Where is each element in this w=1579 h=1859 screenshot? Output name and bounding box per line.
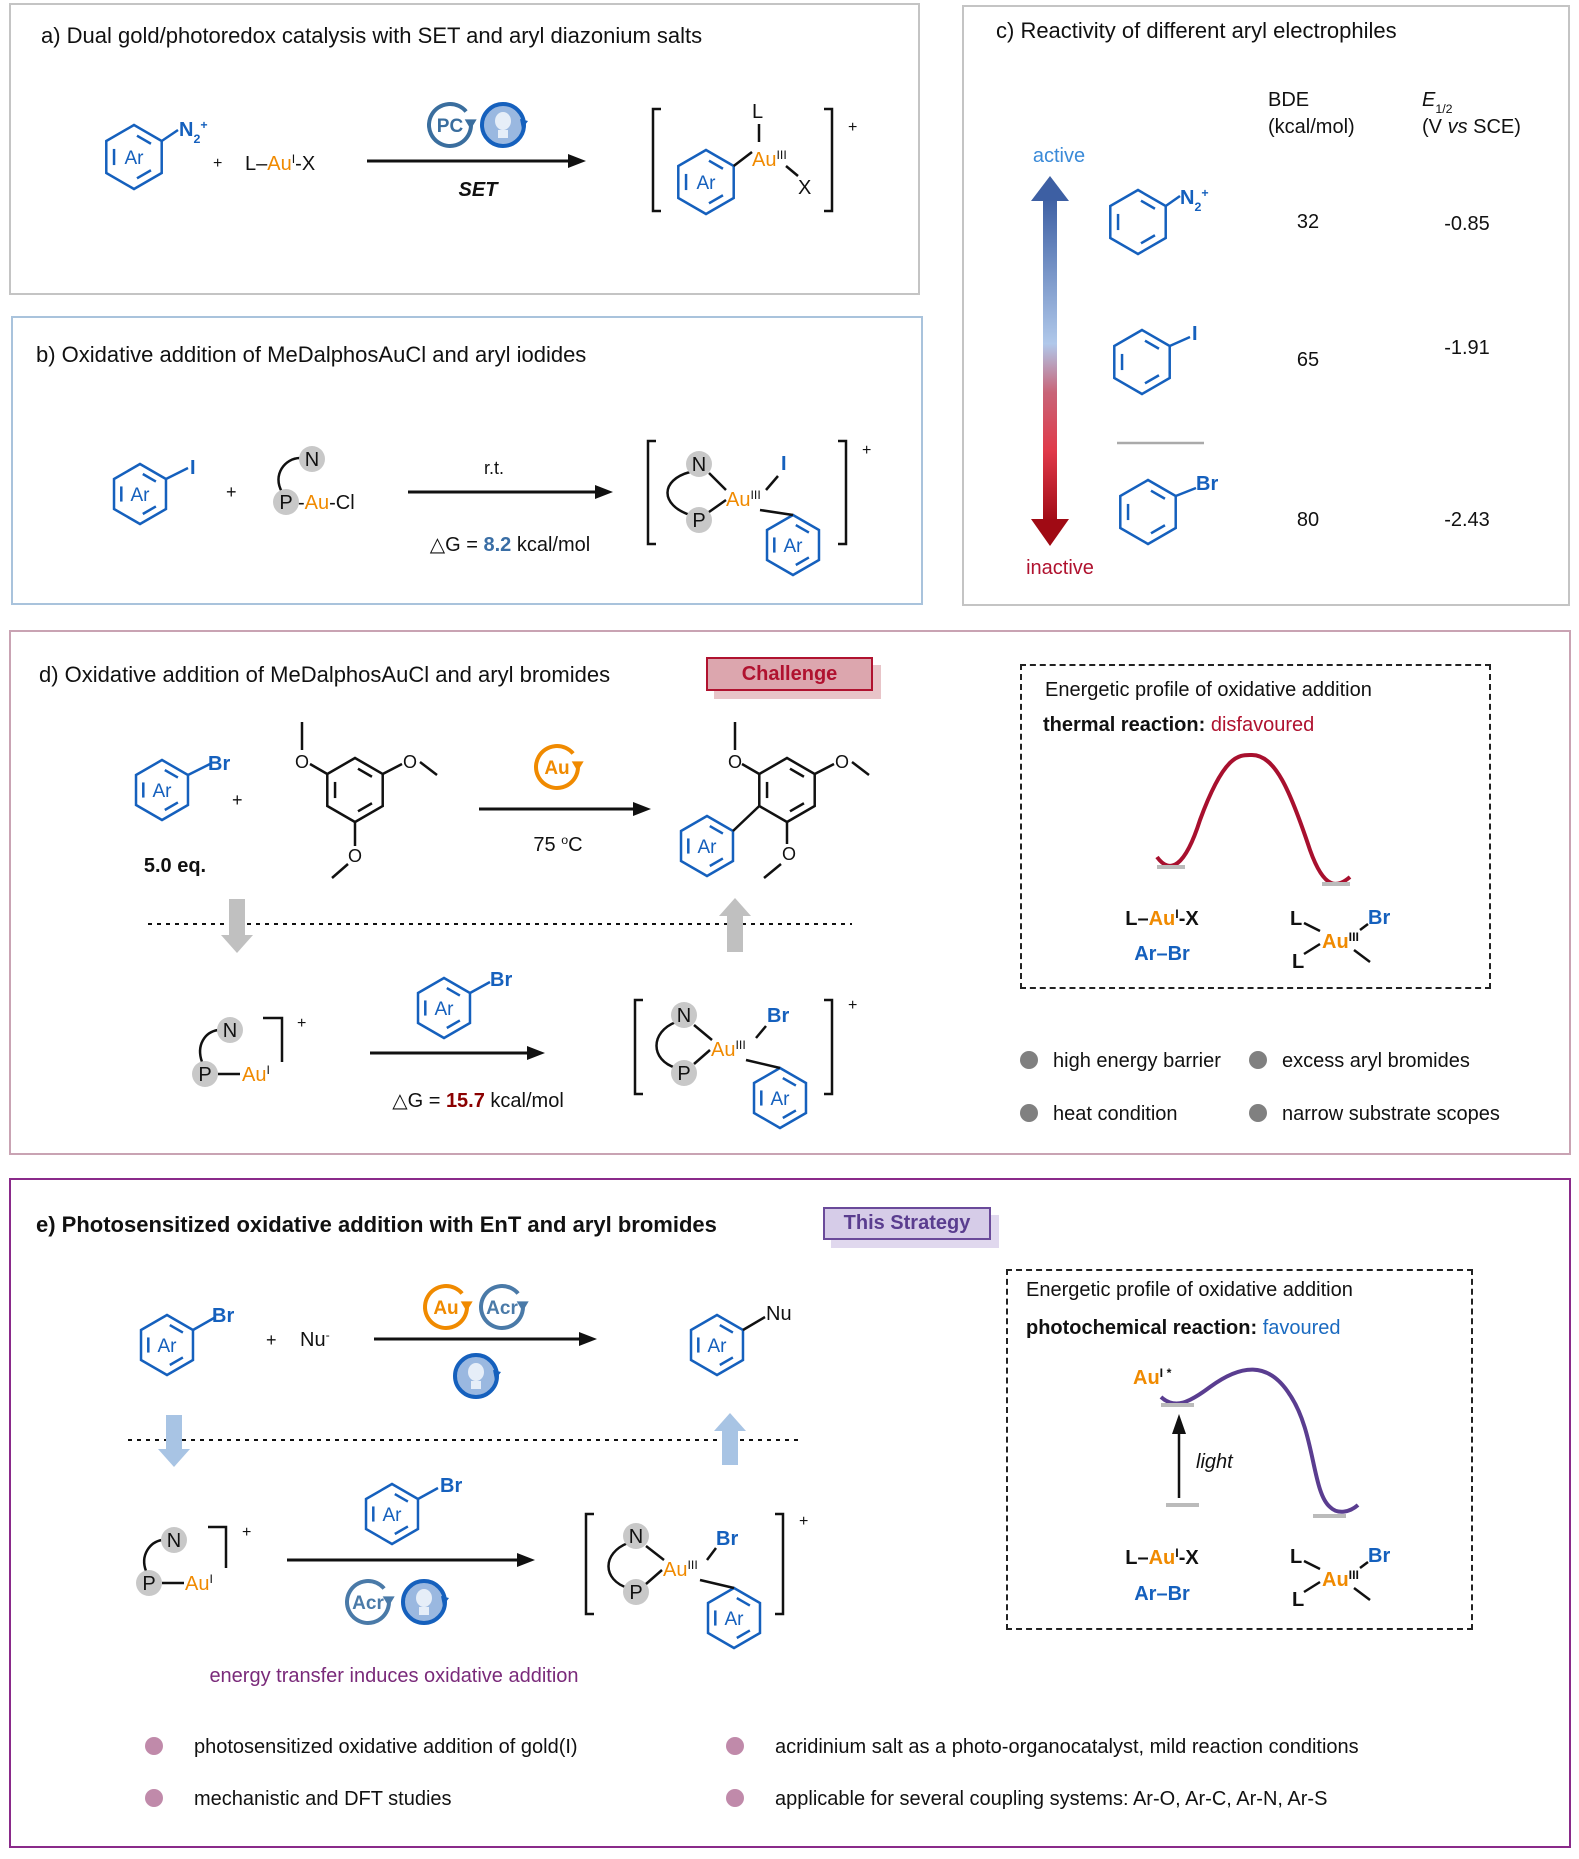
challenge-badge: Challenge — [706, 657, 873, 691]
thermal-profile-box — [1020, 664, 1491, 989]
strategy-badge: This Strategy — [823, 1207, 991, 1240]
panel-b — [11, 316, 923, 605]
panel-c — [962, 5, 1570, 606]
panel-a — [9, 3, 920, 295]
photochemical-profile-box — [1006, 1269, 1473, 1630]
